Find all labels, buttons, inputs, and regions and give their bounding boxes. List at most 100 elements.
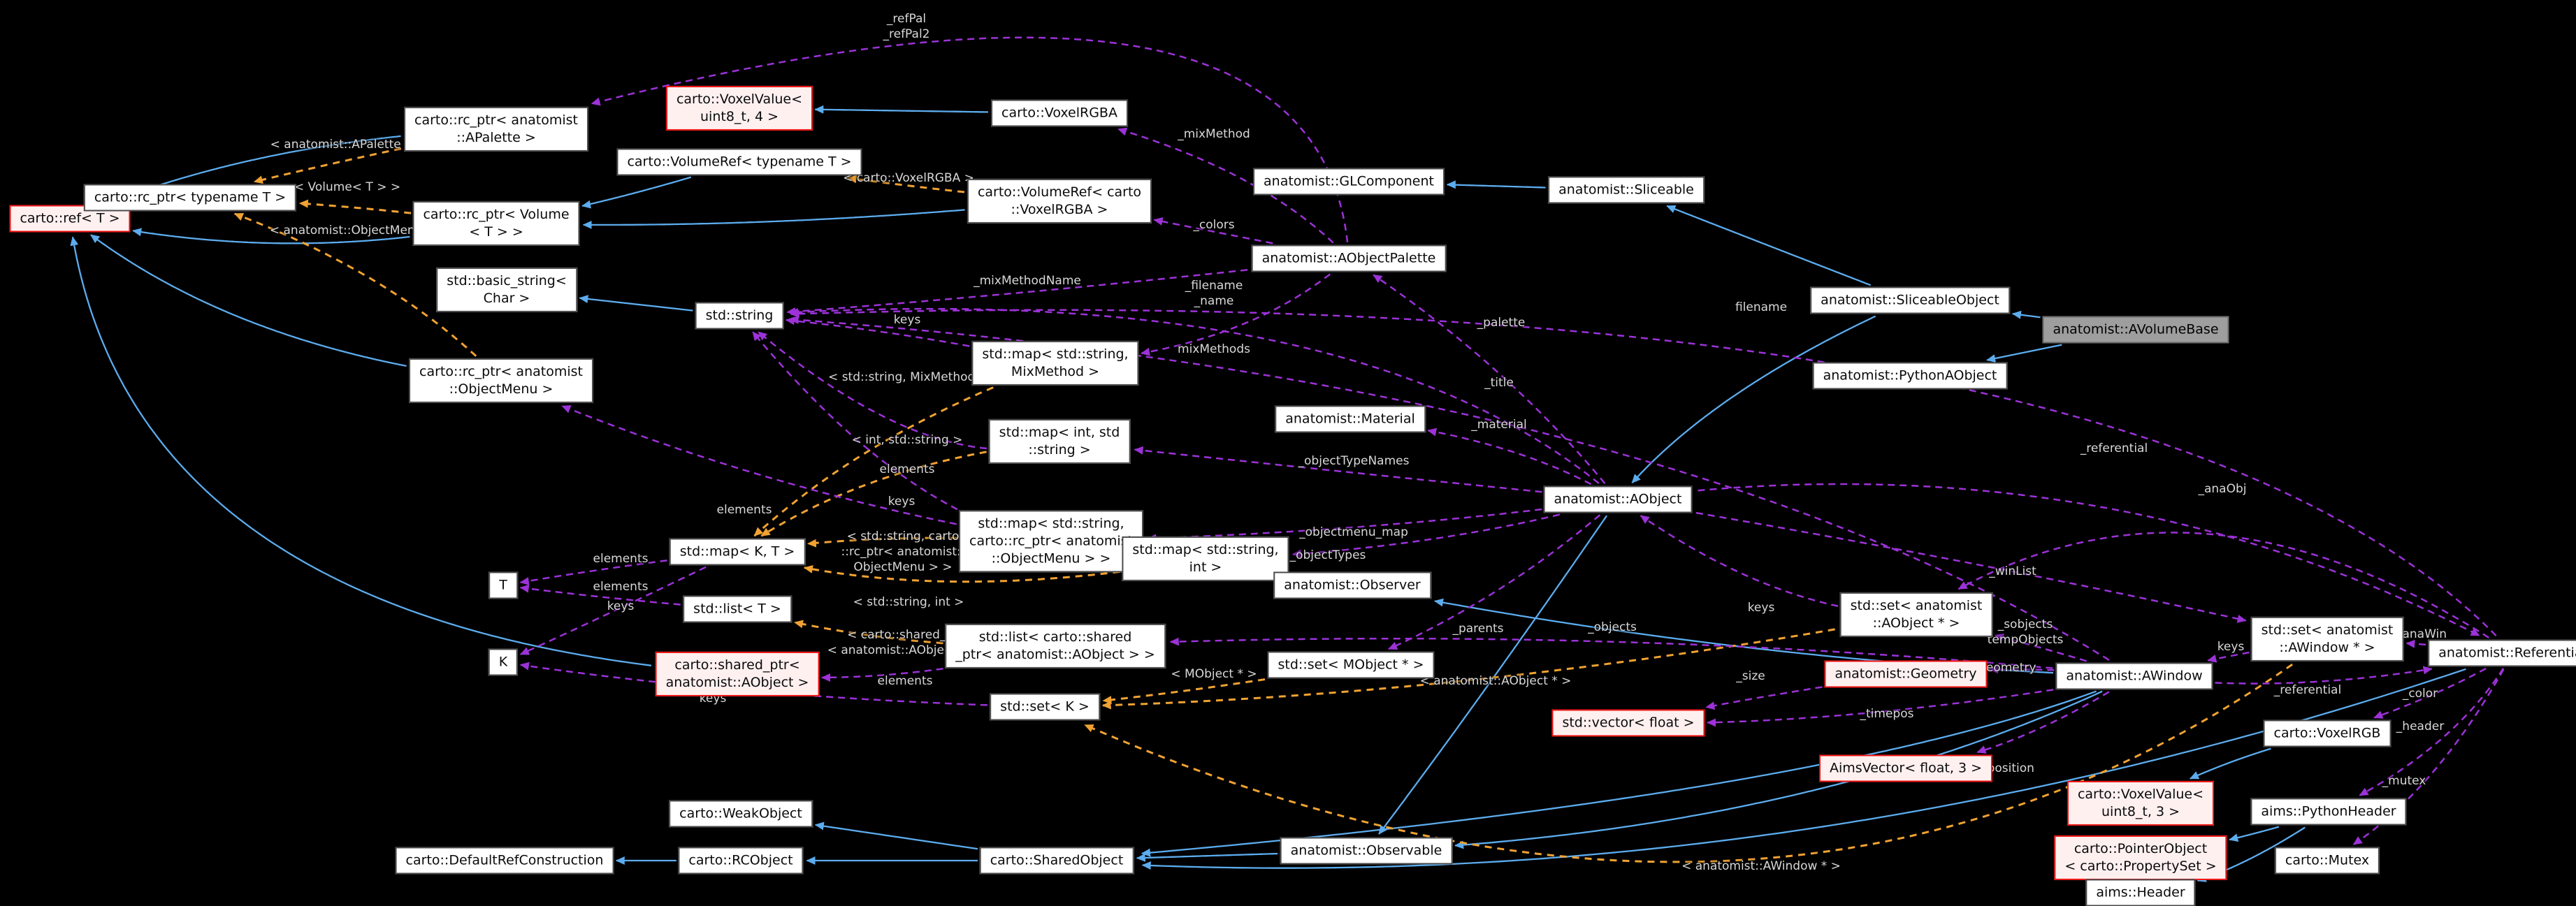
class-node-map_int2[interactable]: std::map< std::string, int > bbox=[1122, 536, 1289, 582]
edge-label-map_mix-sstring: keys bbox=[893, 312, 921, 327]
edge-label-rcptr_vol-rcptr_t: < Volume< T > > bbox=[294, 180, 401, 194]
class-node-sliceable[interactable]: anatomist::Sliceable bbox=[1548, 176, 1705, 204]
edge-label-map_int-map_kt: < int, std::string > bbox=[851, 432, 963, 447]
edge-pyheader-ptrobj bbox=[2229, 826, 2280, 842]
class-node-observer[interactable]: anatomist::Observer bbox=[1273, 571, 1431, 599]
edge-label-awindow-geometry: _geometry bbox=[1972, 660, 2036, 675]
edge-map_om-map_kt bbox=[806, 536, 957, 548]
edge-aopal-vrgba bbox=[1117, 127, 1334, 244]
class-node-geometry[interactable]: anatomist::Geometry bbox=[1824, 660, 1988, 688]
edge-set_mo-set_k bbox=[1102, 678, 1266, 705]
edge-label-awindow-sstring: _title bbox=[1484, 375, 1514, 390]
class-node-k_node[interactable]: K bbox=[488, 648, 519, 676]
class-node-set_k[interactable]: std::set< K > bbox=[990, 693, 1100, 721]
edge-label-awindow-list_sp: _objects bbox=[1588, 620, 1637, 634]
edge-label-map_int2-map_kt: < std::string, int > bbox=[853, 594, 964, 609]
class-node-vref_rgba[interactable]: carto::VolumeRef< carto ::VoxelRGBA > bbox=[967, 178, 1152, 224]
class-node-defref[interactable]: carto::DefaultRefConstruction bbox=[395, 847, 614, 875]
class-node-glcomp[interactable]: anatomist::GLComponent bbox=[1253, 168, 1445, 196]
class-node-pyheader[interactable]: aims::PythonHeader bbox=[2250, 798, 2407, 826]
edge-set_ao-set_k bbox=[1101, 628, 1835, 710]
edge-label-set_ao-set_k: < anatomist::AObject * > bbox=[1419, 673, 1572, 688]
class-node-bstring[interactable]: std::basic_string< Char > bbox=[436, 267, 577, 313]
edge-label-geometry-vecf: _size bbox=[1736, 668, 1765, 683]
edge-map_int-sstring bbox=[758, 331, 987, 450]
edge-rcptr_om-ref_t bbox=[90, 234, 407, 367]
edge-label-referential-set_aw: _anaWin bbox=[2396, 627, 2447, 641]
edge-aopal-rcptr_apal bbox=[591, 36, 1349, 242]
edge-label-aopal-map_mix: mixMethods bbox=[1178, 342, 1250, 356]
edge-label-aopal-vref_rgba: _colors bbox=[1193, 217, 1235, 232]
class-node-ptrobj[interactable]: carto::PointerObject < carto::PropertySe… bbox=[2054, 835, 2227, 881]
class-node-weakobj[interactable]: carto::WeakObject bbox=[669, 800, 813, 828]
class-node-slobj[interactable]: anatomist::SliceableObject bbox=[1810, 286, 2010, 314]
edge-label-aopal-sstring: _mixMethodName bbox=[974, 273, 1081, 288]
edge-label-set_aw-set_k: < anatomist::AWindow * > bbox=[1681, 858, 1841, 873]
class-node-vecf[interactable]: std::vector< float > bbox=[1551, 709, 1705, 737]
class-node-aimsvec[interactable]: AimsVector< float, 3 > bbox=[1819, 754, 1992, 782]
edge-aobject-referential bbox=[1698, 483, 2480, 637]
edge-label-map_om-map_kt: < std::string, carto ::rc_ptr< anatomist… bbox=[841, 529, 965, 575]
class-node-sstring[interactable]: std::string bbox=[695, 302, 784, 330]
class-node-list_t[interactable]: std::list< T > bbox=[683, 595, 792, 623]
class-node-rcptr_om[interactable]: carto::rc_ptr< anatomist ::ObjectMenu > bbox=[409, 358, 593, 404]
edge-sliceable-glcomp bbox=[1446, 180, 1546, 189]
edge-label-referential-sstring: filename bbox=[1735, 300, 1788, 314]
edge-awindow-set_ao bbox=[1994, 634, 2087, 662]
class-node-pyobj[interactable]: anatomist::PythonAObject bbox=[1812, 362, 2008, 390]
class-node-observable[interactable]: anatomist::Observable bbox=[1280, 837, 1453, 865]
edge-slobj-aobject bbox=[1631, 315, 1876, 483]
class-node-map_om[interactable]: std::map< std::string, carto::rc_ptr< an… bbox=[959, 510, 1143, 573]
class-node-sharedobj[interactable]: carto::SharedObject bbox=[979, 847, 1134, 875]
edge-label-set_aw-awindow: keys bbox=[2217, 639, 2245, 654]
class-node-rcptr_vol[interactable]: carto::rc_ptr< Volume < T > > bbox=[412, 200, 580, 247]
class-node-vref_t[interactable]: carto::VolumeRef< typename T > bbox=[616, 148, 862, 176]
edge-referential-set_ao bbox=[1958, 532, 2489, 638]
edge-aobject-material bbox=[1427, 428, 1592, 485]
class-node-mutex[interactable]: carto::Mutex bbox=[2274, 847, 2380, 875]
class-node-set_aw[interactable]: std::set< anatomist ::AWindow * > bbox=[2250, 616, 2404, 662]
class-node-rcobject[interactable]: carto::RCObject bbox=[678, 847, 804, 875]
edge-map_kt-k_node bbox=[519, 566, 707, 655]
class-node-referential[interactable]: anatomist::Referential bbox=[2428, 639, 2576, 667]
edge-label-rcptr_om-rcptr_t: < anatomist::ObjectMenu > bbox=[269, 223, 437, 238]
edge-map_int-map_kt bbox=[760, 451, 987, 537]
class-node-map_int[interactable]: std::map< int, std ::string > bbox=[988, 418, 1131, 465]
class-node-awindow[interactable]: anatomist::AWindow bbox=[2055, 662, 2213, 690]
class-node-aopal[interactable]: anatomist::AObjectPalette bbox=[1251, 244, 1447, 272]
class-node-t_node[interactable]: T bbox=[489, 571, 518, 599]
class-node-vval3[interactable]: carto::VoxelValue< uint8_t, 3 > bbox=[2067, 780, 2215, 826]
class-node-rcptr_apal[interactable]: carto::rc_ptr< anatomist ::APalette > bbox=[404, 106, 588, 152]
edge-map_kt-t_node bbox=[519, 560, 667, 586]
class-node-map_kt[interactable]: std::map< K, T > bbox=[669, 538, 806, 566]
edge-label-awindow-set_ao: _sobjects tempObjects bbox=[1987, 617, 2064, 647]
class-node-vrgb[interactable]: carto::VoxelRGB bbox=[2263, 719, 2392, 747]
class-node-map_mix[interactable]: std::map< std::string, MixMethod > bbox=[971, 340, 1139, 386]
class-node-avolbase[interactable]: anatomist::AVolumeBase bbox=[2042, 316, 2229, 344]
edge-label-aobject-sstring: _filename _name bbox=[1185, 278, 1243, 308]
class-node-rcptr_t[interactable]: carto::rc_ptr< typename T > bbox=[83, 184, 297, 212]
edge-label-aobject-set_aw: _winList bbox=[1989, 564, 2036, 578]
class-node-sharedptr[interactable]: carto::shared_ptr< anatomist::AObject > bbox=[655, 651, 820, 697]
edge-label-aobject-referential: _referential bbox=[2080, 441, 2148, 455]
class-node-vrgba[interactable]: carto::VoxelRGBA bbox=[991, 99, 1128, 127]
class-node-set_ao[interactable]: std::set< anatomist ::AObject * > bbox=[1839, 592, 1993, 638]
edge-sharedptr-ref_t bbox=[70, 236, 652, 666]
edge-label-aopal-rcptr_apal: _refPal _refPal2 bbox=[883, 11, 930, 41]
edge-map_om-rcptr_om bbox=[561, 405, 957, 525]
edge-label-referential-pyheader: _header bbox=[2396, 719, 2445, 733]
class-node-aheader[interactable]: aims::Header bbox=[2085, 879, 2196, 906]
edge-sharedobj-weakobj bbox=[814, 821, 978, 850]
edge-aobject-sstring bbox=[789, 307, 1600, 484]
edge-label-awindow-referential: _referential bbox=[2273, 682, 2342, 697]
edge-referential-pyheader bbox=[2359, 668, 2505, 796]
class-node-material[interactable]: anatomist::Material bbox=[1275, 405, 1426, 433]
edge-aobject-observable bbox=[1378, 515, 1608, 835]
edge-list_t-t_node bbox=[519, 584, 681, 606]
class-node-set_mo[interactable]: std::set< MObject * > bbox=[1267, 651, 1435, 679]
class-node-list_sp[interactable]: std::list< carto::shared _ptr< anatomist… bbox=[945, 623, 1166, 669]
edge-label-set_mo-set_k: < MObject * > bbox=[1171, 666, 1257, 681]
class-node-vval4[interactable]: carto::VoxelValue< uint8_t, 4 > bbox=[665, 85, 813, 131]
class-node-aobject[interactable]: anatomist::AObject bbox=[1543, 485, 1693, 513]
